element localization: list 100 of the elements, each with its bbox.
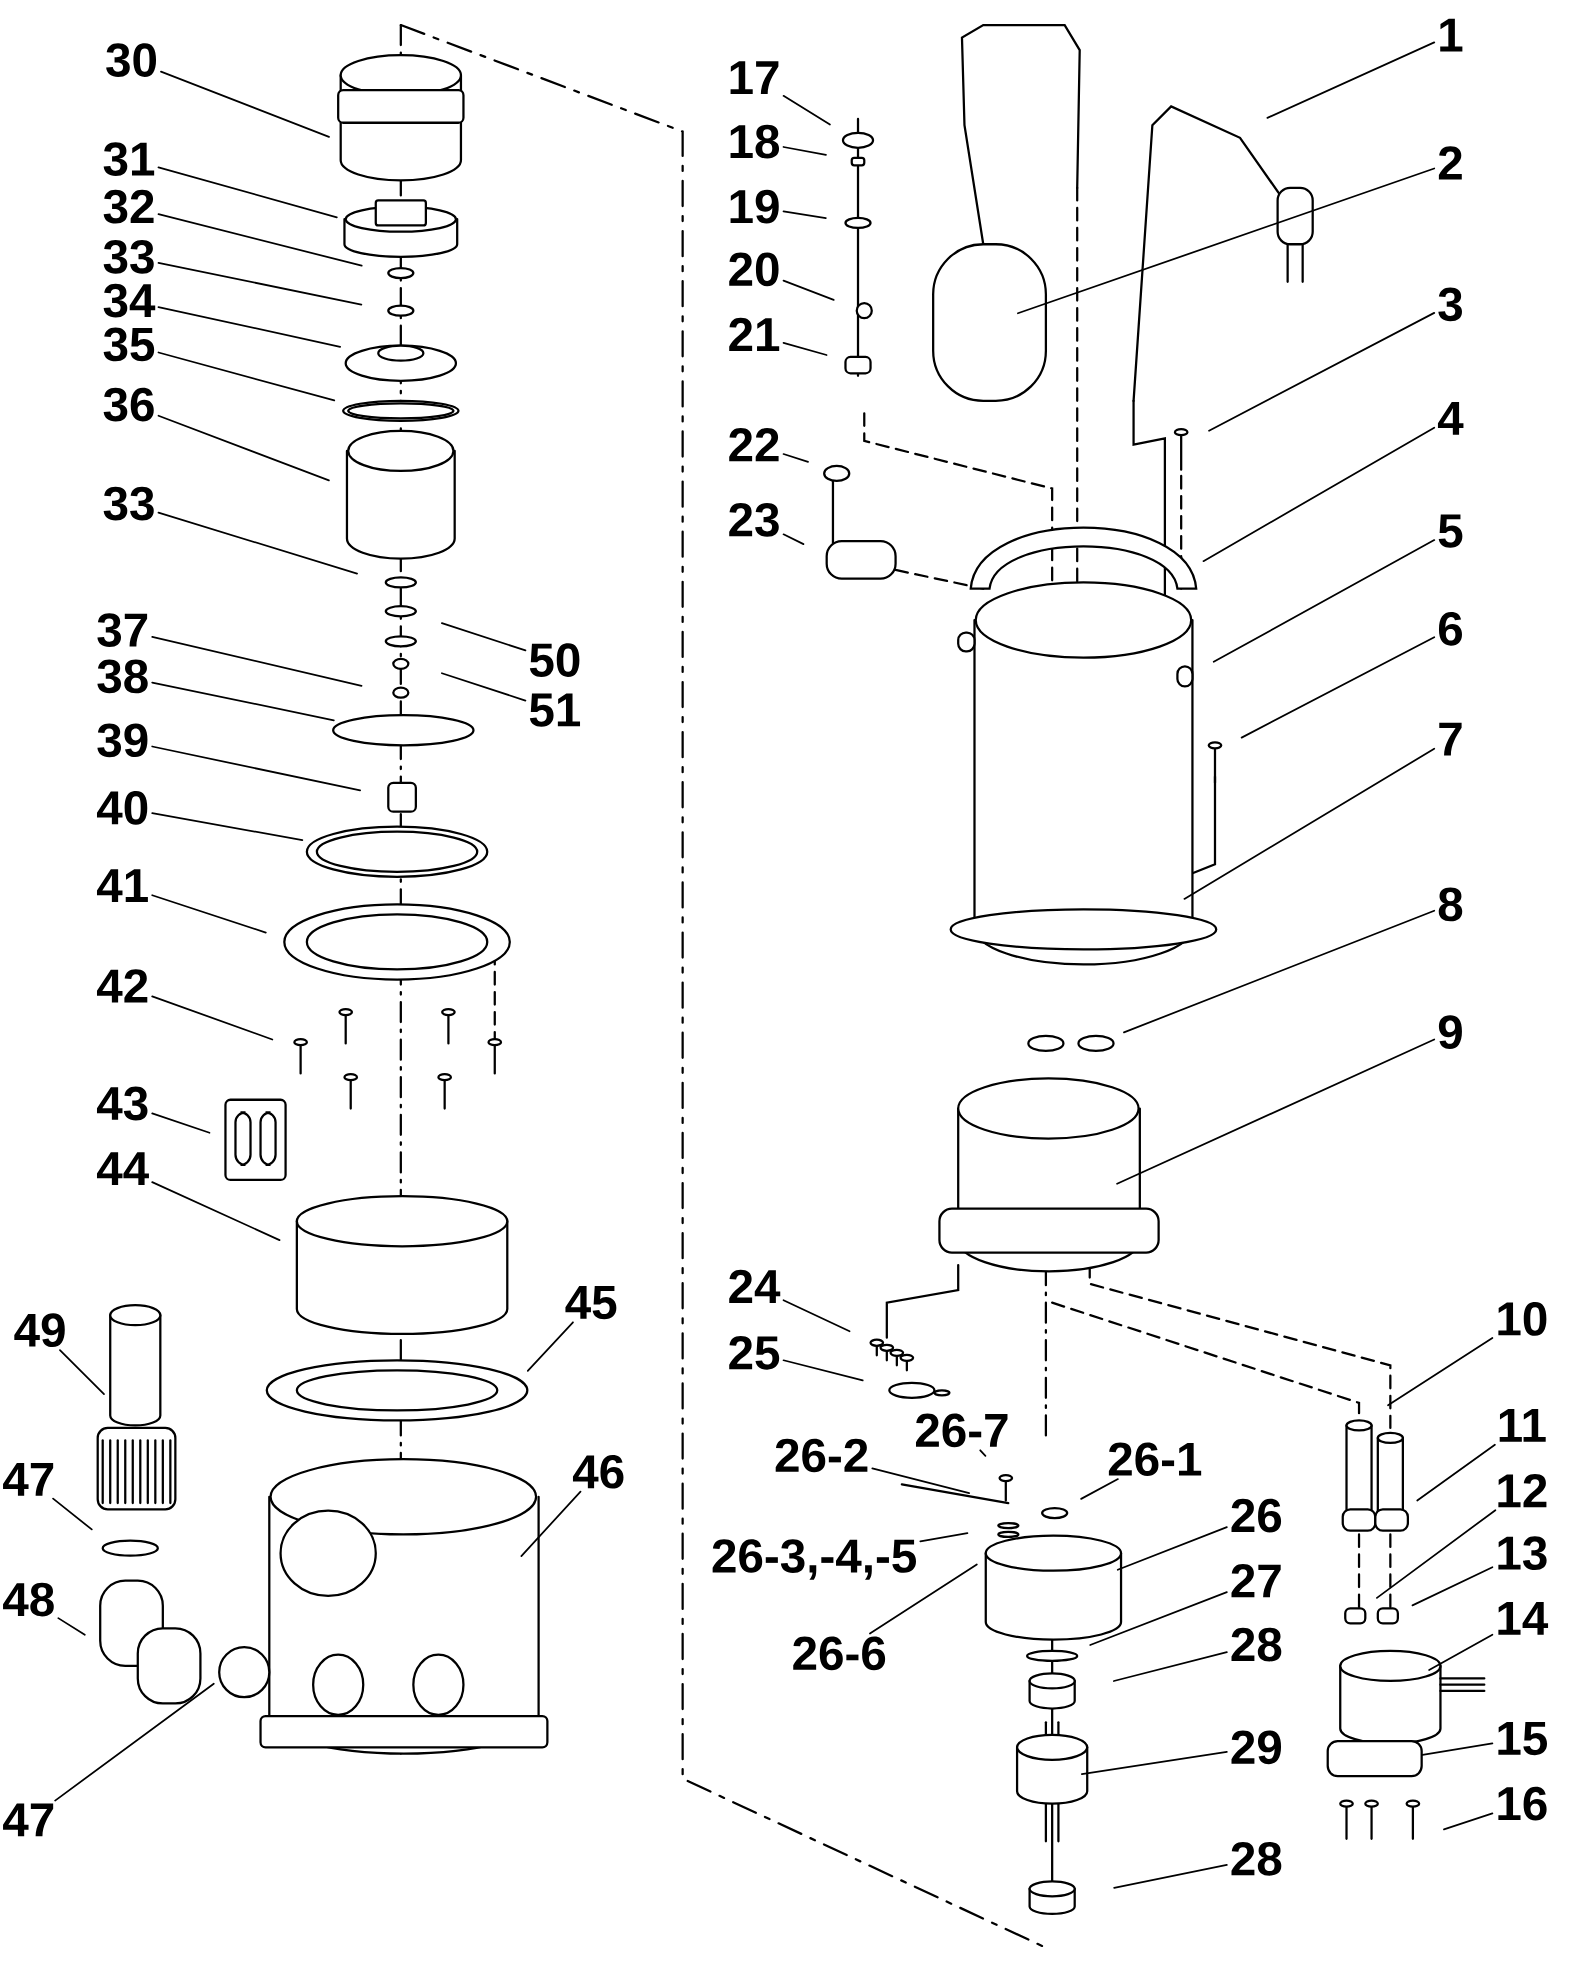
leader-line (782, 533, 805, 545)
callout-number: 47 (3, 1462, 54, 1496)
callout-number: 38 (97, 659, 148, 694)
callout-number: 31 (103, 142, 155, 176)
callout-number: 4 (1438, 402, 1464, 435)
callout-number: 12 (1498, 1473, 1547, 1508)
leader-line (157, 261, 363, 306)
callout-number: 41 (97, 869, 149, 902)
callout-number: 21 (729, 317, 780, 352)
callout-number: 20 (729, 252, 779, 287)
leader-line (1428, 1633, 1494, 1671)
leader-line (979, 1449, 987, 1457)
callout-number: 42 (97, 969, 148, 1003)
leader-line (151, 812, 304, 842)
leader-line (1183, 747, 1436, 900)
leader-line (1017, 167, 1436, 315)
callout-number: 2 (1439, 146, 1462, 180)
callout-number: 5 (1438, 514, 1463, 548)
callout-number: 34 (103, 283, 156, 318)
leader-line (782, 210, 827, 220)
callout-number: 29 (1231, 1730, 1282, 1765)
leader-line (782, 453, 810, 463)
leader-line (1202, 426, 1436, 562)
callout-number: 24 (729, 1269, 781, 1303)
leader-line (869, 1563, 978, 1635)
callout-number: 46 (573, 1454, 624, 1489)
callout-number: 27 (1231, 1564, 1281, 1598)
callout-number: 22 (729, 428, 779, 462)
leader-line (151, 745, 362, 792)
leader-line (782, 279, 835, 301)
leader-line (151, 636, 363, 687)
leader-line (782, 1359, 864, 1382)
leader-line (441, 672, 527, 702)
leader-line (782, 146, 827, 156)
leader-line (157, 351, 336, 402)
leader-line (1376, 1509, 1497, 1599)
callout-number: 30 (106, 43, 157, 77)
callout-number: 36 (103, 387, 154, 422)
leader-line (782, 94, 831, 126)
callout-number: 7 (1439, 722, 1462, 756)
callout-number: 49 (14, 1313, 65, 1348)
leader-line (1208, 312, 1436, 432)
leader-line (157, 511, 359, 575)
leader-line (1240, 636, 1436, 739)
leader-line (1089, 1591, 1228, 1646)
callout-number: 26-3,-4,-5 (712, 1539, 917, 1580)
leader-line (57, 1617, 86, 1636)
callout-number: 9 (1439, 1015, 1463, 1049)
callout-number: 48 (3, 1582, 54, 1617)
leader-line (157, 166, 338, 219)
leader-line (782, 341, 828, 356)
leader-line (1080, 1478, 1119, 1500)
callout-number: 47 (3, 1803, 54, 1837)
callout-number: 33 (103, 486, 154, 521)
leader-line (1411, 1566, 1494, 1607)
leader-line (782, 1299, 851, 1333)
leader-line (1123, 909, 1436, 1034)
callout-number: 1 (1440, 18, 1463, 52)
callout-number: 23 (729, 502, 779, 537)
callout-number: 51 (530, 693, 581, 727)
callout-number: 26-6 (793, 1636, 886, 1671)
callout-number: 13 (1498, 1536, 1547, 1571)
leader-line (1113, 1863, 1228, 1889)
leader-line (151, 681, 335, 722)
callout-number: 18 (730, 124, 780, 159)
callout-number: 16 (1498, 1786, 1547, 1821)
callout-number: 26-2 (775, 1438, 868, 1473)
callout-number: 37 (97, 613, 148, 647)
leader-line (527, 1321, 574, 1372)
callout-number: 50 (530, 643, 580, 677)
callout-number: 17 (730, 61, 779, 95)
leader-line (151, 1112, 211, 1134)
callout-number: 28 (1231, 1627, 1282, 1662)
callout-number: 39 (97, 723, 148, 758)
callout-number: 40 (97, 791, 148, 825)
callout-number: 10 (1498, 1302, 1547, 1336)
leader-line (919, 1532, 969, 1543)
leader-line (441, 622, 527, 652)
callout-number: 26-1 (1109, 1442, 1202, 1477)
callout-number: 43 (97, 1086, 148, 1121)
leader-line (1116, 1038, 1436, 1185)
leader-line (1421, 1742, 1494, 1756)
callout-number: 26 (1231, 1498, 1282, 1533)
leader-line (871, 1467, 971, 1494)
callout-number: 19 (730, 189, 779, 224)
leader-line (157, 306, 342, 348)
leader-line (157, 414, 330, 482)
leader-line (59, 1349, 105, 1395)
leader-line (1081, 1750, 1228, 1775)
callout-number: 8 (1438, 887, 1463, 922)
leader-line (1443, 1812, 1494, 1831)
callout-number: 33 (103, 239, 154, 274)
leader-line (151, 1181, 281, 1241)
callout-number: 15 (1498, 1721, 1548, 1756)
callout-number: 14 (1498, 1601, 1549, 1635)
callout-number: 44 (97, 1152, 150, 1185)
callout-number: 6 (1439, 611, 1463, 646)
callout-number: 11 (1499, 1409, 1546, 1442)
leader-line (1117, 1526, 1228, 1571)
callout-number: 3 (1438, 287, 1463, 322)
